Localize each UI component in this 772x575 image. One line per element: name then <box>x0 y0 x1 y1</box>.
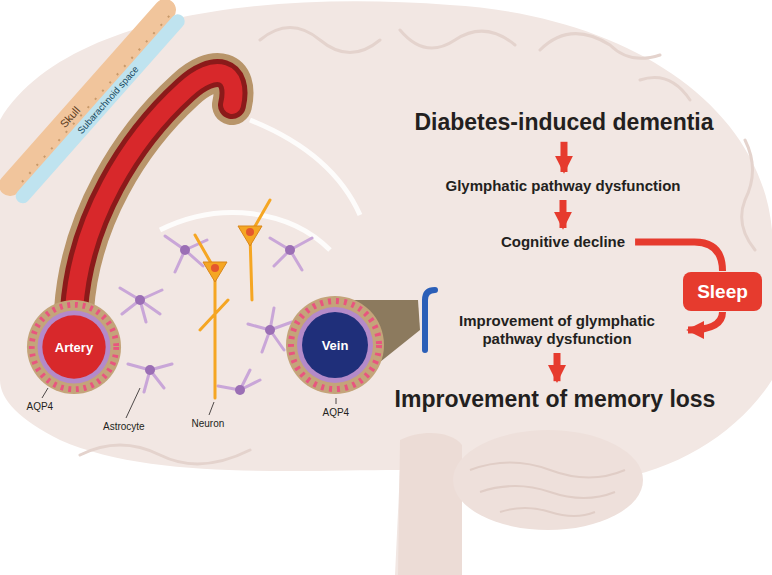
astrocyte-body <box>135 295 145 305</box>
node-text: Sleep <box>697 281 748 303</box>
neuron-nucleus <box>246 228 254 236</box>
aqp4-channels <box>32 305 116 389</box>
astrocyte-body <box>285 245 295 255</box>
part-label: AQP4 <box>323 407 350 418</box>
leader-lines <box>42 388 336 418</box>
neuron-nucleus <box>211 264 219 272</box>
node-text: Cognitive decline <box>501 233 625 251</box>
flow-step: Improvement of memory loss <box>391 384 720 416</box>
flow-arrow <box>688 312 723 330</box>
part-label: Neuron <box>192 418 225 429</box>
aqp4-channels <box>291 301 379 389</box>
astrocyte-body <box>265 325 275 335</box>
node-text: Improvement of glymphatic pathway dysfun… <box>436 312 678 348</box>
flow-step: Diabetes-induced dementia <box>410 107 717 139</box>
flow-step: Improvement of glymphatic pathway dysfun… <box>432 310 682 350</box>
vein-vessel <box>425 290 435 350</box>
part-label: AQP4 <box>27 401 54 412</box>
node-text: Improvement of memory loss <box>395 386 716 414</box>
sleep-box: Sleep <box>683 272 762 311</box>
astrocyte-body <box>235 385 245 395</box>
flow-arrow <box>554 353 561 381</box>
vein-circle: Vein <box>285 295 385 395</box>
vessel-lumen <box>42 315 105 378</box>
node-text: Artery <box>55 340 93 355</box>
artery-circle: Artery <box>26 299 122 395</box>
vessel-lumen <box>302 312 368 378</box>
vessel-label-holder: Artery <box>26 299 122 395</box>
part-label: Astrocyte <box>103 421 145 432</box>
node-text: Glymphatic pathway dysfunction <box>445 177 680 195</box>
flow-arrow <box>559 200 566 228</box>
cerebellum <box>453 430 643 530</box>
vessel-sheath <box>286 296 384 394</box>
vessel-wall <box>297 307 373 383</box>
astrocyte-body <box>145 365 155 375</box>
vessel-sheath <box>27 300 121 394</box>
cerebellum-folia <box>470 463 625 517</box>
astrocyte-body <box>180 245 190 255</box>
node-text: Diabetes-induced dementia <box>414 109 713 137</box>
vessel-label-holder: Vein <box>285 295 385 395</box>
flow-step: Cognitive decline <box>497 231 629 253</box>
flow-step: Glymphatic pathway dysfunction <box>441 175 684 197</box>
brainstem <box>398 433 462 575</box>
neuron-processes <box>195 200 270 398</box>
vessel-wall <box>38 311 111 384</box>
neuron-bodies <box>203 226 262 282</box>
flow-stream <box>160 120 360 250</box>
node-text: Vein <box>322 338 349 353</box>
flow-arrow <box>635 242 722 271</box>
flow-arrow <box>560 142 567 172</box>
